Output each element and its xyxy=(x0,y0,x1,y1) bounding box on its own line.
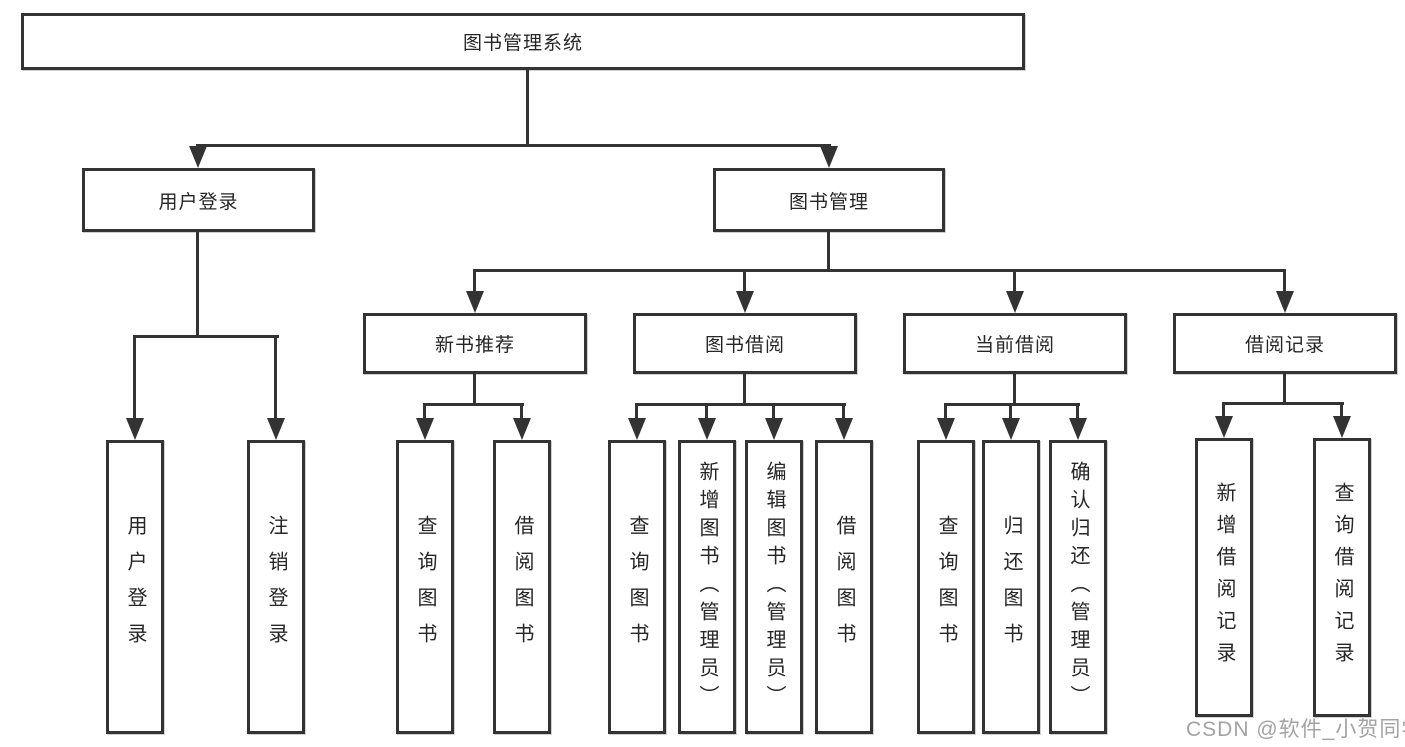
node-user-login: 用户登录 xyxy=(82,168,315,232)
node-borrow-records: 借阅记录 xyxy=(1173,313,1397,374)
connector-line xyxy=(473,269,1286,272)
connector-line xyxy=(842,403,845,423)
connector-line xyxy=(944,403,1080,406)
leaf-label: 查询借阅记录 xyxy=(1331,481,1353,674)
leaf-query-books-recommend: 查询图书 xyxy=(396,440,454,734)
connector-line xyxy=(133,335,136,420)
arrow-down-icon xyxy=(126,418,144,440)
leaf-label: 借阅图书 xyxy=(511,515,533,659)
node-root: 图书管理系统 xyxy=(21,13,1025,70)
arrow-down-icon xyxy=(466,291,484,313)
leaf-label: 查询图书 xyxy=(626,515,648,659)
connector-line xyxy=(1222,402,1225,418)
leaf-logout: 注销登录 xyxy=(247,440,305,734)
arrow-down-icon xyxy=(937,418,955,440)
arrow-down-icon xyxy=(820,146,838,168)
leaf-label: 归还图书 xyxy=(1000,515,1022,659)
node-new-book-recommend-label: 新书推荐 xyxy=(434,335,515,356)
connector-line xyxy=(134,335,279,338)
arrow-down-icon xyxy=(1002,418,1020,440)
connector-line xyxy=(1283,374,1286,405)
node-current-borrow: 当前借阅 xyxy=(903,313,1127,374)
arrow-down-icon xyxy=(189,146,207,168)
leaf-user-login: 用户登录 xyxy=(106,440,164,734)
connector-line xyxy=(274,335,277,420)
arrow-down-icon xyxy=(1069,418,1087,440)
node-book-management-label: 图书管理 xyxy=(788,191,869,213)
leaf-edit-books-admin: 编辑图书（管理员） xyxy=(745,440,803,734)
connector-line xyxy=(1283,269,1286,295)
arrow-down-icon xyxy=(1276,291,1294,313)
connector-line xyxy=(520,403,523,423)
connector-line xyxy=(526,70,529,146)
leaf-label: 新增图书（管理员） xyxy=(696,461,718,713)
connector-line xyxy=(1013,374,1016,406)
connector-line xyxy=(743,269,746,295)
leaf-add-books-admin: 新增图书（管理员） xyxy=(678,440,736,734)
leaf-borrow-books-recommend: 借阅图书 xyxy=(493,440,551,734)
connector-line xyxy=(473,374,476,406)
node-book-borrow-label: 图书借阅 xyxy=(704,335,785,356)
leaf-query-books-borrow: 查询图书 xyxy=(608,440,666,734)
leaf-query-borrow-record: 查询借阅记录 xyxy=(1313,438,1371,717)
node-book-borrow: 图书借阅 xyxy=(633,313,857,374)
leaf-label: 编辑图书（管理员） xyxy=(763,461,785,713)
arrow-down-icon xyxy=(1006,291,1024,313)
arrow-down-icon xyxy=(835,418,853,440)
leaf-label: 借阅图书 xyxy=(833,515,855,659)
leaf-add-borrow-record: 新增借阅记录 xyxy=(1195,438,1253,717)
arrow-down-icon xyxy=(628,418,646,440)
node-book-management: 图书管理 xyxy=(713,168,945,232)
connector-line xyxy=(705,403,708,423)
connector-line xyxy=(1076,403,1079,423)
leaf-return-books: 归还图书 xyxy=(982,440,1040,734)
connector-line xyxy=(635,403,846,406)
arrow-down-icon xyxy=(736,291,754,313)
leaf-borrow-books: 借阅图书 xyxy=(815,440,873,734)
connector-line xyxy=(1013,269,1016,295)
connector-line xyxy=(1340,402,1343,418)
connector-line xyxy=(1009,403,1012,423)
leaf-query-books-current: 查询图书 xyxy=(917,440,975,734)
node-user-login-label: 用户登录 xyxy=(158,191,239,213)
leaf-label: 新增借阅记录 xyxy=(1213,481,1235,674)
connector-line xyxy=(196,144,831,147)
leaf-logout-label: 注销登录 xyxy=(265,515,287,659)
connector-line xyxy=(423,403,426,423)
arrow-down-icon xyxy=(1215,416,1233,438)
arrow-down-icon xyxy=(765,418,783,440)
connector-line xyxy=(635,403,638,423)
connector-line xyxy=(772,403,775,423)
arrow-down-icon xyxy=(1333,416,1351,438)
connector-line xyxy=(424,403,524,406)
arrow-down-icon xyxy=(416,418,434,440)
leaf-confirm-return-admin: 确认归还（管理员） xyxy=(1049,440,1107,734)
arrow-down-icon xyxy=(267,418,285,440)
connector-line xyxy=(1222,402,1344,405)
leaf-label: 确认归还（管理员） xyxy=(1067,461,1089,713)
connector-line xyxy=(743,374,746,406)
connector-line xyxy=(196,232,199,337)
connector-line xyxy=(827,232,830,272)
connector-line xyxy=(944,403,947,423)
node-current-borrow-label: 当前借阅 xyxy=(974,335,1055,356)
csdn-watermark: CSDN @软件_小贺同学 xyxy=(1186,718,1405,741)
node-new-book-recommend: 新书推荐 xyxy=(363,313,587,374)
arrow-down-icon xyxy=(698,418,716,440)
leaf-label: 查询图书 xyxy=(935,515,957,659)
leaf-user-login-label: 用户登录 xyxy=(124,515,146,659)
node-borrow-records-label: 借阅记录 xyxy=(1244,335,1325,356)
node-root-label: 图书管理系统 xyxy=(462,33,583,54)
leaf-label: 查询图书 xyxy=(414,515,436,659)
arrow-down-icon xyxy=(513,418,531,440)
connector-line xyxy=(473,269,476,295)
